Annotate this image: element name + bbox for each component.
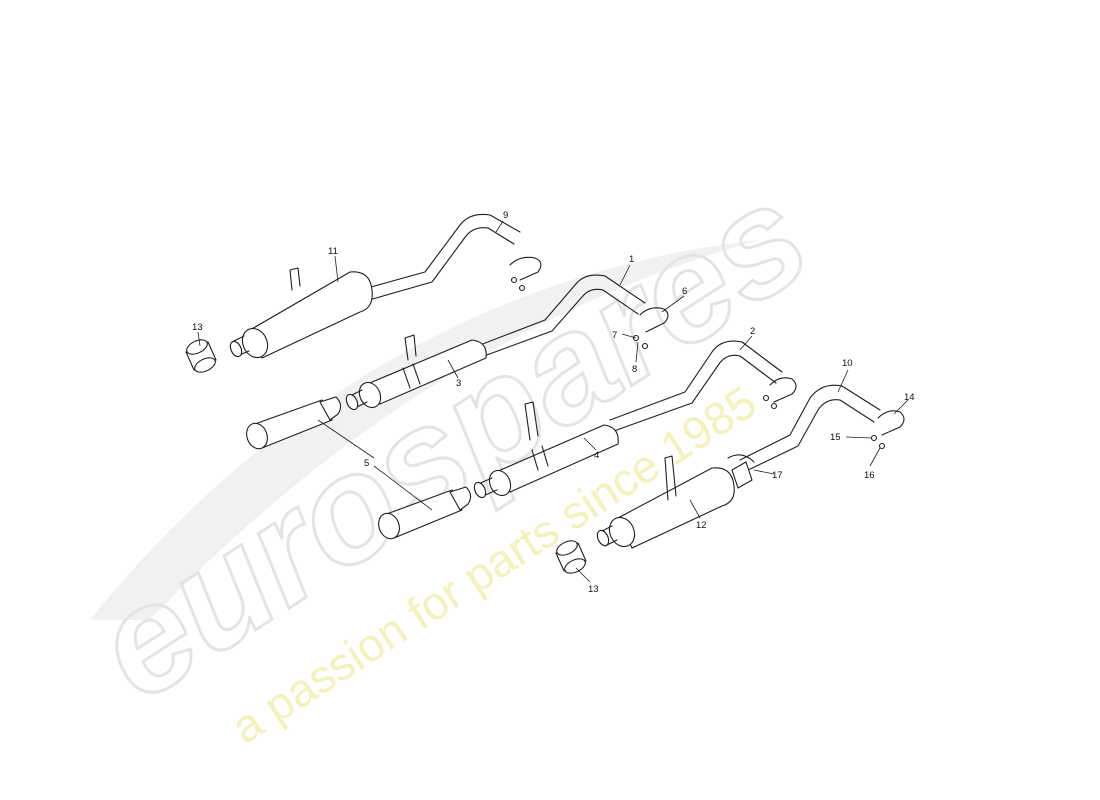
leader-lines — [197, 220, 909, 583]
part-13-sleeve-bottom — [555, 540, 587, 574]
callout-labels: 1 2 3 4 5 6 7 8 9 10 11 12 13 13 14 15 1… — [192, 210, 915, 595]
part-3-center-silencer — [345, 274, 646, 411]
callout-11: 11 — [328, 246, 338, 257]
part-6-clamp — [639, 307, 669, 333]
callout-4: 4 — [594, 450, 599, 461]
watermark: eurospares a passion for parts since 198… — [64, 149, 837, 753]
callout-16: 16 — [864, 470, 875, 481]
part-15-16-bolt-nut — [870, 434, 886, 450]
part-5-tailpipe-lower — [378, 486, 472, 540]
part-14-clamp — [877, 410, 905, 436]
callout-14: 14 — [904, 392, 915, 403]
watermark-swoosh — [90, 240, 760, 620]
callout-7: 7 — [612, 330, 617, 341]
part-5-tailpipe-upper — [246, 396, 342, 450]
callout-13-bottom: 13 — [588, 584, 599, 595]
part-13-sleeve-top — [185, 339, 217, 373]
part-17-mounting-clamp — [727, 454, 755, 489]
callout-5: 5 — [364, 458, 369, 469]
callout-10: 10 — [842, 358, 853, 369]
callout-15: 15 — [830, 432, 841, 443]
callout-1: 1 — [629, 254, 634, 265]
part-12-front-silencer — [596, 384, 881, 549]
callout-9: 9 — [503, 210, 508, 221]
part-2-clamp — [762, 377, 797, 410]
part-7-8-bolt-nut — [632, 334, 649, 350]
callout-8: 8 — [632, 364, 637, 375]
part-11-rear-silencer — [229, 213, 521, 359]
callout-2: 2 — [750, 326, 755, 337]
callout-6: 6 — [682, 286, 687, 297]
callout-13-top: 13 — [192, 322, 203, 333]
callout-12: 12 — [696, 520, 707, 531]
part-9-clamp — [509, 256, 542, 292]
callout-17: 17 — [772, 470, 783, 481]
callout-3: 3 — [456, 378, 461, 389]
